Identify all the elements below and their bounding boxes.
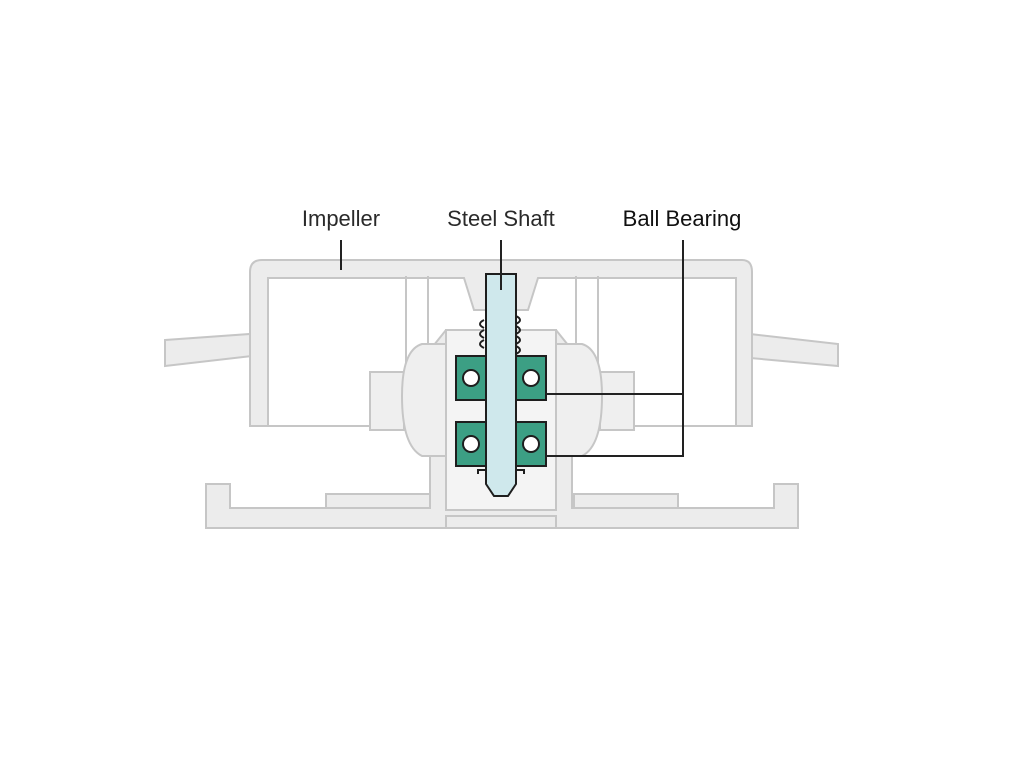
impeller-label: Impeller: [302, 206, 380, 231]
stator-coil-right: [555, 343, 635, 457]
stator-coil-left: [369, 343, 447, 457]
ball-bearing-upper-right: [515, 355, 547, 401]
ball-bearing-leader: [546, 240, 684, 457]
ball-bearing-upper-left: [455, 355, 487, 401]
leader-lines: [340, 240, 684, 457]
ball-bearing-lower-left: [455, 421, 487, 467]
fan-blade-right: [749, 332, 839, 368]
fan-blade-left: [164, 332, 254, 368]
ball-bearing-lower-right: [515, 421, 547, 467]
spring: [479, 315, 521, 355]
ball-bearing-label: Ball Bearing: [623, 206, 742, 231]
steel-shaft-label: Steel Shaft: [447, 206, 555, 231]
steel-shaft: [485, 273, 517, 497]
